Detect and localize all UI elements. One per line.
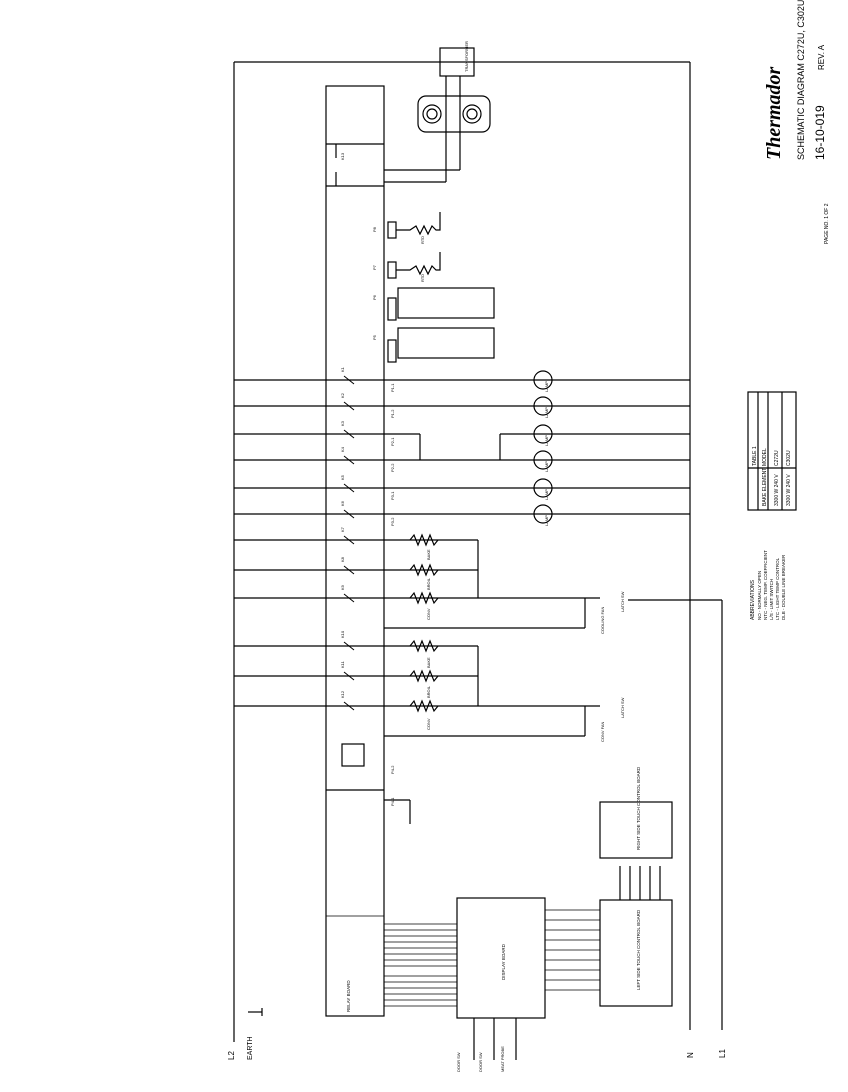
svg-text:K7: K7	[340, 526, 345, 532]
svg-text:K1: K1	[340, 366, 345, 372]
svg-text:P3-2: P3-2	[390, 517, 395, 526]
right-control-board	[599, 801, 673, 859]
svg-text:P2-1: P2-1	[390, 437, 395, 446]
svg-text:BAKE: BAKE	[426, 657, 431, 668]
svg-text:K6: K6	[340, 500, 345, 506]
svg-text:BROIL: BROIL	[426, 577, 431, 590]
svg-text:NO - NORMALLY OPEN: NO - NORMALLY OPEN	[757, 571, 762, 620]
label-n: N	[686, 1052, 695, 1058]
drawing-title: SCHEMATIC DIAGRAM C272U, C302U	[796, 0, 806, 160]
svg-text:K5: K5	[340, 474, 345, 480]
svg-text:P3-1: P3-1	[390, 491, 395, 500]
svg-text:RTD: RTD	[420, 236, 425, 244]
svg-text:C302U: C302U	[786, 450, 792, 466]
svg-text:K2: K2	[340, 392, 345, 398]
svg-text:3300 W 240 V: 3300 W 240 V	[774, 474, 780, 506]
svg-text:MODEL: MODEL	[762, 448, 768, 466]
svg-text:LAMP: LAMP	[544, 381, 549, 392]
svg-text:DOOR SW: DOOR SW	[456, 1052, 461, 1072]
svg-text:C272U: C272U	[774, 450, 780, 466]
svg-text:LAMP: LAMP	[544, 515, 549, 526]
svg-text:COOLING FAN: COOLING FAN	[600, 607, 605, 634]
svg-text:LTC - LIGHT TEMP CONTROL: LTC - LIGHT TEMP CONTROL	[775, 557, 780, 620]
svg-text:ABBREVIATIONS: ABBREVIATIONS	[750, 579, 756, 620]
title-block: Thermador SCHEMATIC DIAGRAM C272U, C302U…	[763, 0, 827, 160]
svg-text:P6: P6	[372, 294, 377, 300]
svg-text:NTC - NEG. TEMP. COEFFICIENT: NTC - NEG. TEMP. COEFFICIENT	[763, 550, 768, 620]
svg-text:K4: K4	[340, 446, 345, 452]
svg-text:K12: K12	[340, 690, 345, 698]
drawing-number: 16-10-019	[813, 105, 827, 160]
svg-text:K8: K8	[340, 556, 345, 562]
svg-text:DISPLAY BOARD: DISPLAY BOARD	[501, 943, 506, 980]
svg-text:K10: K10	[340, 630, 345, 638]
svg-text:TABLE 1: TABLE 1	[752, 446, 758, 466]
svg-text:LATCH SW: LATCH SW	[620, 697, 625, 718]
svg-text:P1-1: P1-1	[390, 383, 395, 392]
svg-text:LAMP: LAMP	[544, 435, 549, 446]
svg-text:K13: K13	[340, 152, 345, 160]
svg-text:BAKE: BAKE	[426, 549, 431, 560]
svg-text:RIGHT SIDE TOUCH CONTROL BOARD: RIGHT SIDE TOUCH CONTROL BOARD	[636, 766, 641, 850]
svg-text:L/S - LIMIT SWITCH: L/S - LIMIT SWITCH	[769, 579, 774, 620]
svg-text:CONV: CONV	[426, 718, 431, 730]
svg-text:RELAY BOARD: RELAY BOARD	[346, 980, 351, 1012]
svg-text:CONV FAN: CONV FAN	[600, 721, 605, 742]
label-l1: L1	[718, 1049, 727, 1058]
svg-text:P8: P8	[372, 226, 377, 232]
svg-text:K11: K11	[340, 660, 345, 668]
svg-text:RTD: RTD	[420, 274, 425, 282]
svg-text:CONV: CONV	[426, 608, 431, 620]
revision: REV. A	[817, 44, 826, 70]
svg-text:P1-2: P1-2	[390, 409, 395, 418]
svg-text:3300 W 240 V: 3300 W 240 V	[786, 474, 792, 506]
model-table	[747, 391, 797, 511]
svg-text:MEAT PROBE: MEAT PROBE	[500, 1046, 505, 1072]
svg-text:BAKE ELEMENT: BAKE ELEMENT	[762, 468, 768, 506]
svg-text:BROIL: BROIL	[426, 685, 431, 698]
svg-text:LATCH SW: LATCH SW	[620, 591, 625, 612]
svg-text:K9: K9	[340, 584, 345, 590]
svg-text:K3: K3	[340, 420, 345, 426]
label-earth: EARTH	[247, 1036, 254, 1060]
page-number: PAGE NO. 1 OF 2	[824, 203, 830, 244]
svg-text:LAMP: LAMP	[544, 407, 549, 418]
svg-text:P4-2: P4-2	[390, 765, 395, 774]
transformer	[439, 47, 475, 77]
svg-text:TRANSFORMER: TRANSFORMER	[464, 41, 469, 72]
svg-text:P4-1: P4-1	[390, 797, 395, 806]
display-board	[456, 897, 546, 1019]
brand-logo: Thermador	[763, 66, 785, 160]
svg-text:LEFT SIDE TOUCH CONTROL BOARD: LEFT SIDE TOUCH CONTROL BOARD	[636, 909, 641, 990]
svg-text:P5: P5	[372, 334, 377, 340]
relay-board-outline	[325, 85, 385, 1017]
svg-text:P7: P7	[372, 264, 377, 270]
svg-text:P2-2: P2-2	[390, 463, 395, 472]
svg-text:DLB - DOUBLE LINE BREAKER: DLB - DOUBLE LINE BREAKER	[781, 554, 786, 620]
left-control-board	[599, 899, 673, 1007]
svg-text:LAMP: LAMP	[544, 489, 549, 500]
svg-text:DOOR SW: DOOR SW	[478, 1052, 483, 1072]
label-l2: L2	[227, 1051, 236, 1060]
svg-text:LAMP: LAMP	[544, 461, 549, 472]
abbreviation-legend: ABBREVIATIONS NO - NORMALLY OPEN NTC - N…	[750, 550, 786, 620]
